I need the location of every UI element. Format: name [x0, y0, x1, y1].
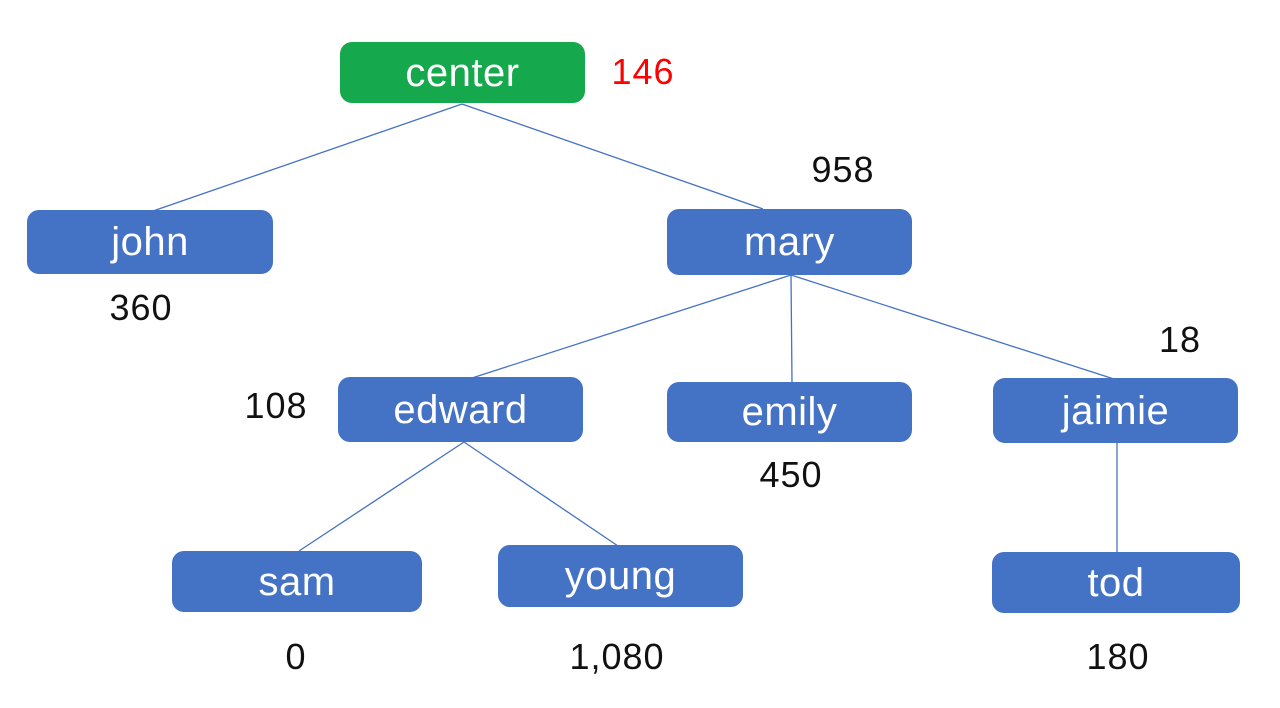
node-young-label: young [564, 554, 677, 598]
node-center: center [340, 42, 585, 103]
node-john-label: john [111, 220, 189, 264]
edge-mary-edward [471, 274, 792, 379]
edge-center-john [152, 103, 463, 212]
node-jaimie-label: jaimie [1061, 388, 1170, 433]
value-edward: 108 [244, 385, 308, 426]
node-edward-label: edward [393, 387, 528, 432]
node-sam-label: sam [258, 559, 336, 604]
node-tod-label: tod [1087, 560, 1145, 605]
node-sam: sam [172, 551, 422, 612]
node-edward: edward [338, 377, 583, 442]
node-emily-label: emily [741, 390, 838, 434]
value-young: 1,080 [569, 636, 665, 677]
node-center-label: center [405, 50, 520, 95]
value-mary: 958 [811, 149, 875, 190]
value-john: 360 [109, 287, 173, 328]
value-jaimie: 18 [1158, 319, 1202, 360]
value-tod: 180 [1086, 636, 1150, 677]
value-center: 146 [611, 51, 675, 92]
node-mary: mary [667, 209, 912, 275]
node-john: john [27, 210, 273, 274]
edge-mary-emily [790, 274, 793, 384]
edge-edward-sam [298, 441, 465, 552]
edge-center-mary [461, 103, 764, 210]
node-jaimie: jaimie [993, 378, 1238, 443]
node-mary-label: mary [744, 220, 835, 264]
node-emily: emily [667, 382, 912, 442]
node-tod: tod [992, 552, 1240, 613]
value-emily: 450 [759, 454, 823, 495]
value-sam: 0 [285, 636, 307, 677]
node-young: young [498, 545, 743, 607]
edge-edward-young [463, 441, 619, 547]
edge-mary-jaimie [790, 274, 1115, 380]
